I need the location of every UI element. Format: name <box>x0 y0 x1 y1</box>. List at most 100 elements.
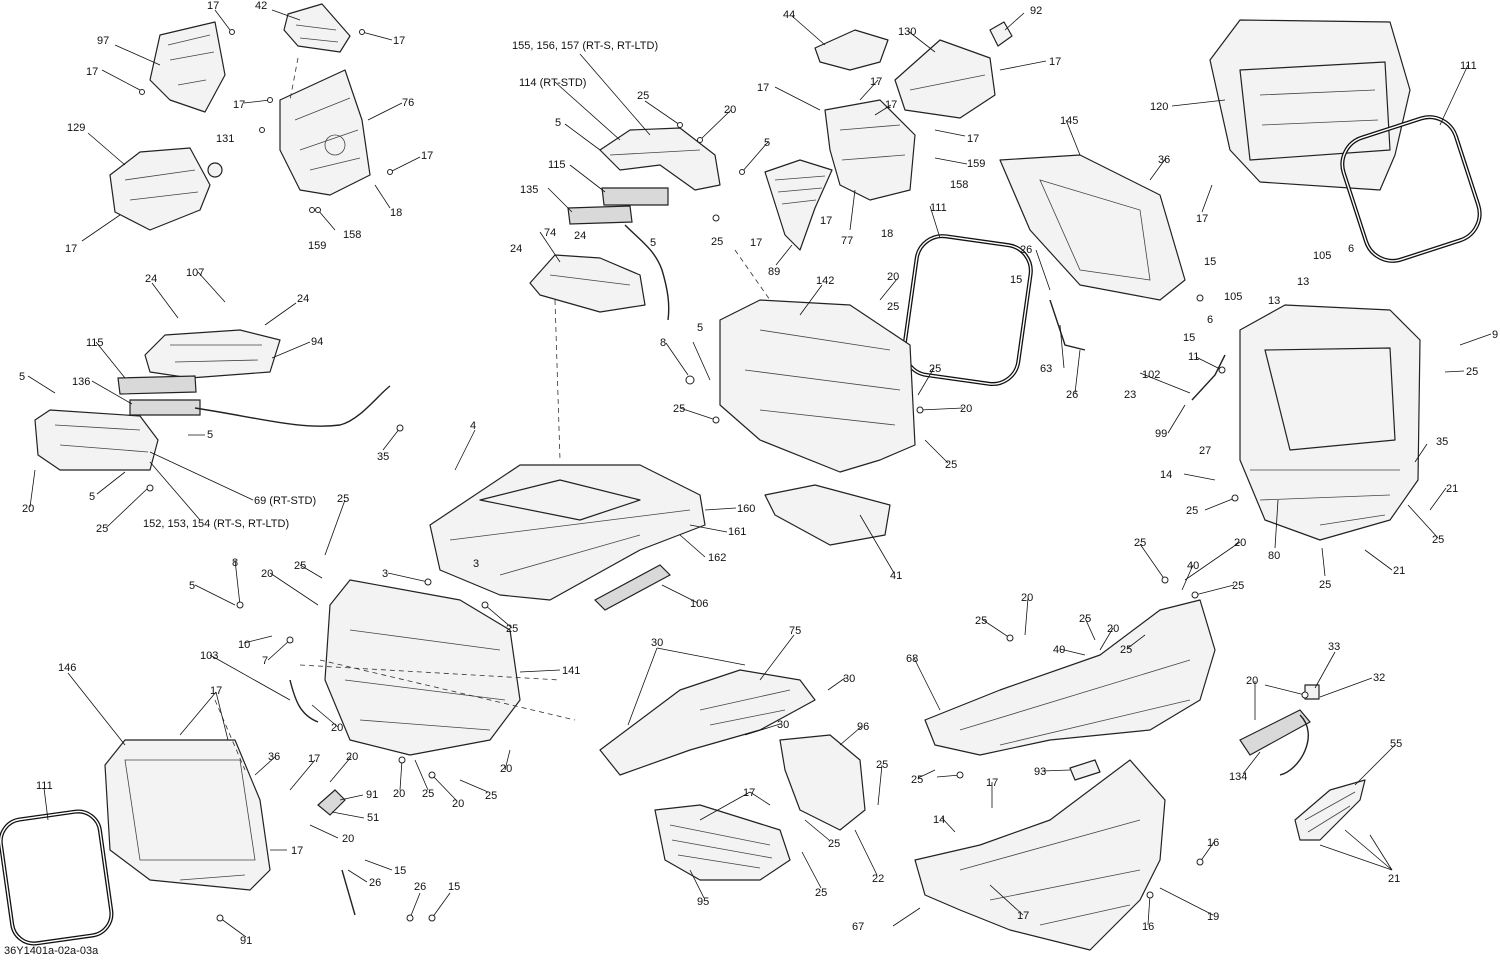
callout-25: 25 <box>887 301 899 313</box>
callout-24: 24 <box>297 293 309 305</box>
callout-17: 17 <box>757 82 769 94</box>
callout-17: 17 <box>743 787 755 799</box>
callout-5: 5 <box>19 371 25 383</box>
callout-134: 134 <box>1229 771 1247 783</box>
callout-5: 5 <box>189 580 195 592</box>
callout-162: 162 <box>708 552 726 564</box>
callout-27: 27 <box>1199 445 1211 457</box>
callout-17: 17 <box>986 777 998 789</box>
callout-141: 141 <box>562 665 580 677</box>
callout-11: 11 <box>1188 351 1199 363</box>
part-77-mount <box>824 99 916 201</box>
callout-21: 21 <box>1388 873 1400 885</box>
callout-25: 25 <box>1079 613 1091 625</box>
part-95-lower-grille <box>654 804 791 881</box>
callout-19: 19 <box>1207 911 1219 923</box>
part-51-latch <box>317 789 346 816</box>
callout-20: 20 <box>960 403 972 415</box>
callout-111: 111 <box>36 780 53 792</box>
callout-25: 25 <box>422 788 434 800</box>
callout-5: 5 <box>650 237 656 249</box>
callout-35: 35 <box>377 451 389 463</box>
part-106-strip <box>594 564 671 611</box>
part-120-top-case-lid <box>1209 19 1411 191</box>
callout-161: 161 <box>728 526 746 538</box>
part-130-duct <box>894 39 996 119</box>
guide-line <box>214 699 246 771</box>
callout-20: 20 <box>331 722 343 734</box>
callout-15: 15 <box>448 881 460 893</box>
callout-5: 5 <box>555 117 561 129</box>
callout-20: 20 <box>1107 623 1119 635</box>
callout-5: 5 <box>764 137 770 149</box>
callout-80: 80 <box>1268 550 1280 562</box>
callout-55: 55 <box>1390 738 1402 750</box>
part-135-latch-mech <box>567 205 633 225</box>
callout-21: 21 <box>1393 565 1405 577</box>
part-103-cable <box>289 679 319 723</box>
callout-4: 4 <box>470 420 476 432</box>
callout-63: 63 <box>1040 363 1052 375</box>
callout-20: 20 <box>887 271 899 283</box>
callout-159: 159 <box>967 158 985 170</box>
callout-3: 3 <box>382 568 388 580</box>
callout-17: 17 <box>1196 213 1208 225</box>
callout-5: 5 <box>207 429 213 441</box>
callout-115: 115 <box>86 337 104 349</box>
callout-25: 25 <box>1134 537 1146 549</box>
callout-20: 20 <box>342 833 354 845</box>
part-94-upper-cover <box>144 329 281 379</box>
callout-131: 131 <box>216 133 234 145</box>
fastener-markers <box>139 29 1309 922</box>
callout-105: 105 <box>1224 291 1242 303</box>
callout-136: 136 <box>72 376 90 388</box>
part-152-handle-housing <box>34 409 159 471</box>
callout-18: 18 <box>390 207 402 219</box>
callout-25: 25 <box>506 623 518 635</box>
callout-17: 17 <box>1017 910 1029 922</box>
callout-105: 105 <box>1313 250 1331 262</box>
callout-25: 25 <box>1120 644 1132 656</box>
callout-labels: 17 42 17 97 17 17 76 129 131 17 18 158 1… <box>19 0 1498 947</box>
callout-158: 158 <box>950 179 968 191</box>
callout-16: 16 <box>1142 921 1154 933</box>
callout-26: 26 <box>369 877 381 889</box>
callout-15: 15 <box>1204 256 1216 268</box>
callout-95: 95 <box>697 896 709 908</box>
part-111-gasket-mid <box>902 234 1033 387</box>
callout-97: 97 <box>97 35 109 47</box>
callout-40: 40 <box>1053 644 1065 656</box>
callout-51: 51 <box>367 812 379 824</box>
callout-129: 129 <box>67 122 85 134</box>
callout-20: 20 <box>1021 592 1033 604</box>
part-41-liner <box>764 484 891 546</box>
part-131-cap <box>207 162 223 178</box>
callout-30: 30 <box>651 637 663 649</box>
part-42-visor <box>283 3 351 53</box>
callout-14: 14 <box>1160 469 1172 481</box>
callout-24: 24 <box>574 230 586 242</box>
callout-25: 25 <box>1186 505 1198 517</box>
part-frame-rack <box>429 464 706 601</box>
part-115-latch-left <box>117 375 197 395</box>
callout-77: 77 <box>841 235 853 247</box>
part-26-rod-left <box>341 869 356 916</box>
callout-20: 20 <box>261 568 273 580</box>
part-134-cable <box>1279 714 1309 776</box>
callout-10: 10 <box>238 639 250 651</box>
part-76-console <box>279 69 371 196</box>
callout-21: 21 <box>1446 483 1458 495</box>
callout-20: 20 <box>1234 537 1246 549</box>
part-136-latch-mech <box>129 399 201 416</box>
callout-25: 25 <box>96 523 108 535</box>
callout-120: 120 <box>1150 101 1168 113</box>
callout-107: 107 <box>186 267 204 279</box>
callout-42: 42 <box>255 0 267 12</box>
callout-25: 25 <box>1432 534 1444 546</box>
callout-24: 24 <box>510 243 522 255</box>
part-93-pad <box>1069 759 1101 781</box>
callout-20: 20 <box>22 503 34 515</box>
callout-25: 25 <box>637 90 649 102</box>
callout-35: 35 <box>1436 436 1448 448</box>
callout-25: 25 <box>711 236 723 248</box>
